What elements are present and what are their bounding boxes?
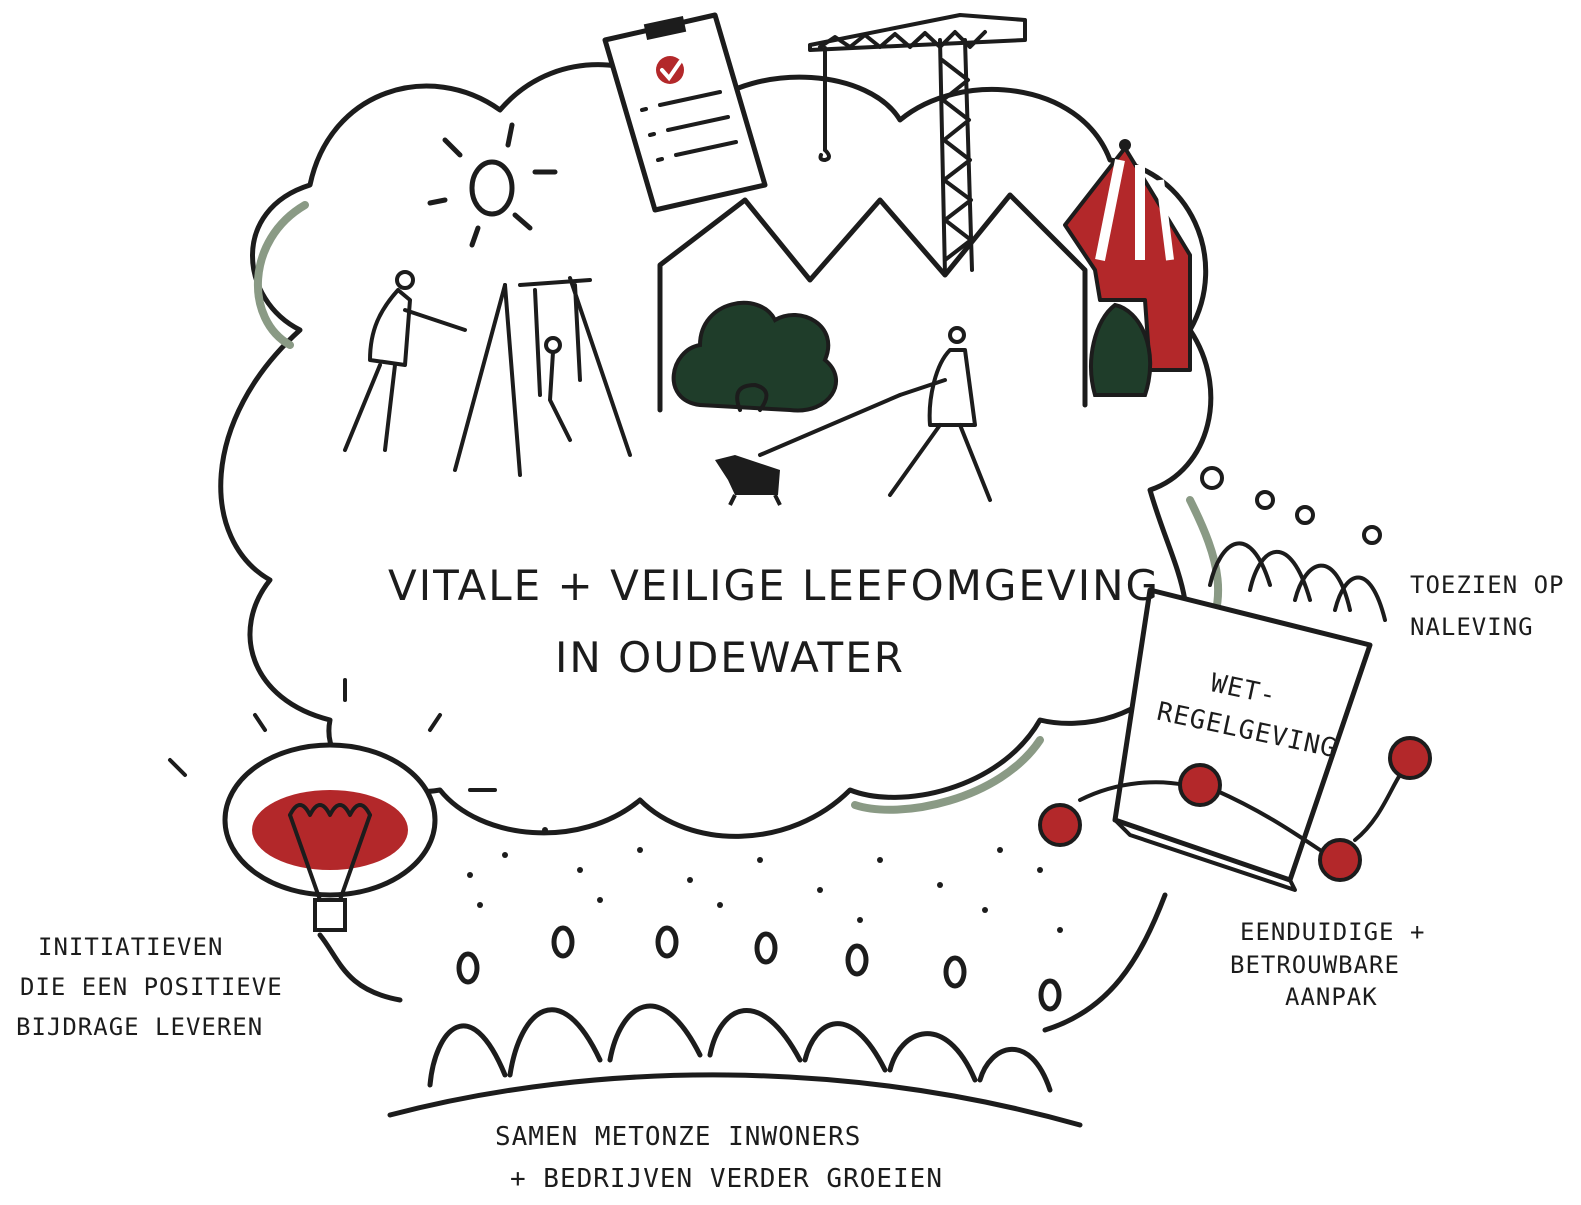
dotted-spray	[467, 827, 1063, 933]
toezien-line1: TOEZIEN OP	[1410, 571, 1565, 599]
initiatieven-line3: BIJDRAGE LEVEREN	[16, 1013, 263, 1041]
crane-icon	[808, 13, 1027, 277]
samen-line1: SAMEN METONZE INWONERS	[495, 1122, 861, 1152]
eenduidige-line2: BETROUWBARE	[1230, 951, 1400, 979]
tent-icon	[1063, 139, 1192, 372]
clipboard-icon	[602, 12, 768, 213]
center-title-line2: IN OUDEWATER	[555, 633, 905, 682]
eenduidige-line3: AANPAK	[1285, 983, 1378, 1011]
dog-icon	[715, 455, 782, 506]
sun-icon	[427, 122, 558, 248]
person-icon	[758, 326, 992, 502]
initiatieven-line2: DIE EEN POSITIEVE	[20, 973, 283, 1001]
building-outline	[657, 192, 1088, 413]
samen-line2: + BEDRIJVEN VERDER GROEIEN	[510, 1164, 943, 1194]
book-icon	[1112, 587, 1373, 892]
swing-scene	[343, 270, 632, 477]
path-dots-icon	[1038, 736, 1432, 882]
center-title-line1: VITALE + VEILIGE LEEFOMGEVING	[388, 561, 1160, 610]
toezien-line2: NALEVING	[1410, 613, 1534, 641]
lightbulb-icon	[168, 678, 497, 932]
eenduidige-line1: EENDUIDIGE +	[1240, 918, 1425, 946]
tree-icon	[671, 300, 1153, 413]
crowd-icon	[317, 892, 1168, 1128]
initiatieven-line1: INITIATIEVEN	[38, 933, 223, 961]
group-icon	[1200, 466, 1387, 622]
